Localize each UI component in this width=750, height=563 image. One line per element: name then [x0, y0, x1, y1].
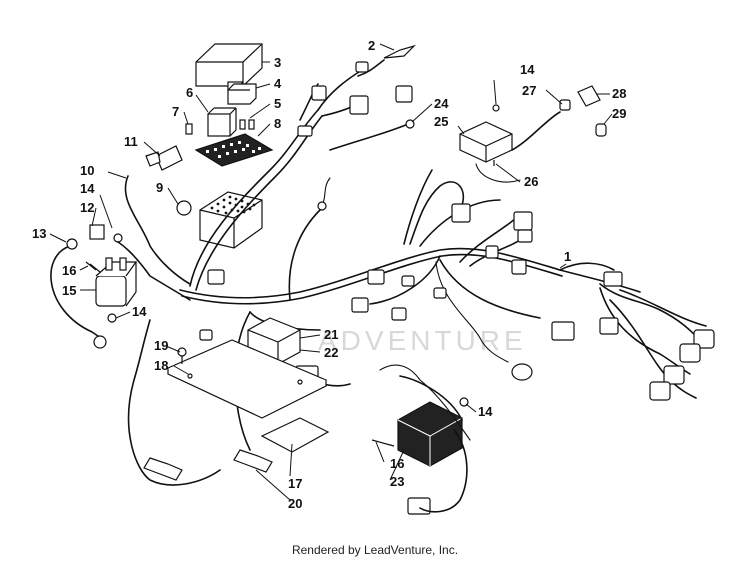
starter-relay [207, 107, 237, 137]
ring-terminal [93, 335, 107, 349]
fuse [185, 119, 255, 135]
terminal-nut [66, 238, 78, 250]
callout-labels: 1 2 3 4 5 6 7 8 9 10 11 12 13 14 14 14 1… [32, 38, 626, 511]
callout-11: 11 [124, 134, 138, 149]
terminal-nut [107, 313, 117, 323]
starter-solenoid [95, 257, 138, 307]
callout-14c: 14 [520, 62, 535, 77]
callout-14d: 14 [478, 404, 493, 419]
callout-7: 7 [172, 104, 179, 119]
callout-1: 1 [564, 249, 571, 264]
oxygen-sensor [143, 449, 273, 481]
callout-16a: 16 [62, 263, 76, 278]
callout-8: 8 [274, 116, 281, 131]
ground-cable [50, 245, 99, 337]
mounting-screw [85, 261, 97, 271]
callout-10: 10 [80, 163, 94, 178]
callout-14b: 14 [132, 304, 147, 319]
ignition-module [459, 121, 513, 166]
mounting-screw [89, 263, 101, 273]
callout-22: 22 [324, 345, 338, 360]
vent-hose [511, 111, 561, 151]
callout-leaders [49, 43, 613, 501]
terminal-cap [89, 224, 105, 240]
warning-label [260, 417, 330, 453]
callout-16b: 16 [390, 456, 404, 471]
callout-19: 19 [154, 338, 168, 353]
relay [227, 83, 257, 105]
callout-5: 5 [274, 96, 281, 111]
callout-24: 24 [434, 96, 449, 111]
callout-23: 23 [390, 474, 404, 489]
watermark-text: ADVENTURE [318, 325, 527, 356]
battery-cable [124, 175, 191, 285]
callout-2: 2 [368, 38, 375, 53]
callout-17: 17 [288, 476, 302, 491]
spark-plug-connector [383, 44, 417, 59]
callout-21: 21 [324, 327, 338, 342]
callout-15: 15 [62, 283, 76, 298]
fuse-panel [194, 133, 274, 167]
callout-26: 26 [524, 174, 538, 189]
callout-6: 6 [186, 85, 193, 100]
callout-18: 18 [154, 358, 168, 373]
ring-terminal [317, 201, 327, 211]
callout-3: 3 [274, 55, 281, 70]
voltage-regulator [397, 401, 463, 467]
solenoid-cable [117, 241, 191, 301]
callout-12: 12 [80, 200, 94, 215]
callout-28: 28 [612, 86, 626, 101]
callout-27: 27 [522, 83, 536, 98]
clamp-ring [176, 200, 192, 216]
push-rivet [177, 347, 187, 364]
callout-25: 25 [434, 114, 448, 129]
callout-4: 4 [274, 76, 282, 91]
callout-14a: 14 [80, 181, 95, 196]
fuse-box-cover [195, 43, 263, 91]
regulator-wires [399, 375, 468, 513]
footer-credit: Rendered by LeadVenture, Inc. [291, 543, 459, 557]
callout-29: 29 [612, 106, 626, 121]
terminal-nut [113, 233, 123, 243]
callout-20: 20 [288, 496, 302, 511]
mounting-plate [166, 339, 328, 419]
callout-9: 9 [156, 180, 163, 195]
terminal-boot [145, 145, 183, 171]
callout-13: 13 [32, 226, 46, 241]
harness-connectors [199, 61, 715, 515]
hose-fittings [492, 85, 607, 137]
regulator-screw [371, 439, 395, 447]
